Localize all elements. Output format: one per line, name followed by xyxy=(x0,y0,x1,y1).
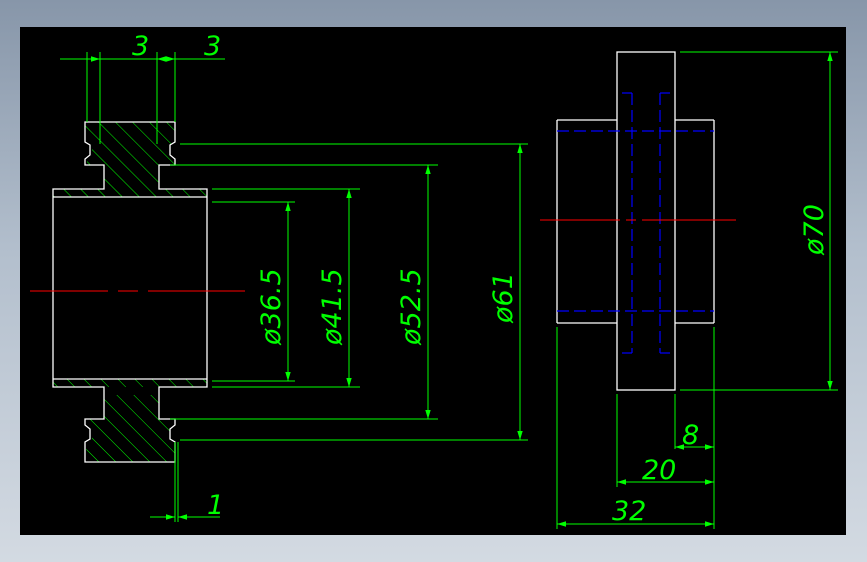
dim-outer-diameter-right: ø70 xyxy=(799,204,830,256)
side-outline xyxy=(556,51,715,391)
left-view: 3 3 1 ø36.5 ø41.5 ø52.5 ø61 xyxy=(30,31,528,522)
hidden-lines xyxy=(557,92,714,354)
cad-drawing: 3 3 1 ø36.5 ø41.5 ø52.5 ø61 xyxy=(30,31,838,529)
dimension-lines-right xyxy=(557,52,833,527)
dim-groove-width-right: 3 xyxy=(204,31,221,62)
dim-groove-width-left: 3 xyxy=(132,31,149,62)
drawing-canvas: 3 3 1 ø36.5 ø41.5 ø52.5 ø61 xyxy=(20,27,846,535)
dim-groove-root-diameter: ø52.5 xyxy=(396,268,427,346)
extension-lines-right xyxy=(556,51,838,529)
dim-offset-width: 8 xyxy=(682,420,699,451)
section-hatch xyxy=(53,122,207,462)
dim-total-width: 32 xyxy=(612,496,646,527)
dim-flange-width: 20 xyxy=(642,455,676,486)
extension-lines-left xyxy=(86,52,528,522)
dim-edge-offset: 1 xyxy=(207,490,224,521)
dim-hub-diameter: ø41.5 xyxy=(317,268,348,346)
right-view: ø70 8 20 32 xyxy=(540,51,838,529)
dimension-lines-left xyxy=(60,56,523,520)
dim-bore-diameter: ø36.5 xyxy=(256,268,287,346)
dim-outer-diameter-left: ø61 xyxy=(488,272,519,324)
